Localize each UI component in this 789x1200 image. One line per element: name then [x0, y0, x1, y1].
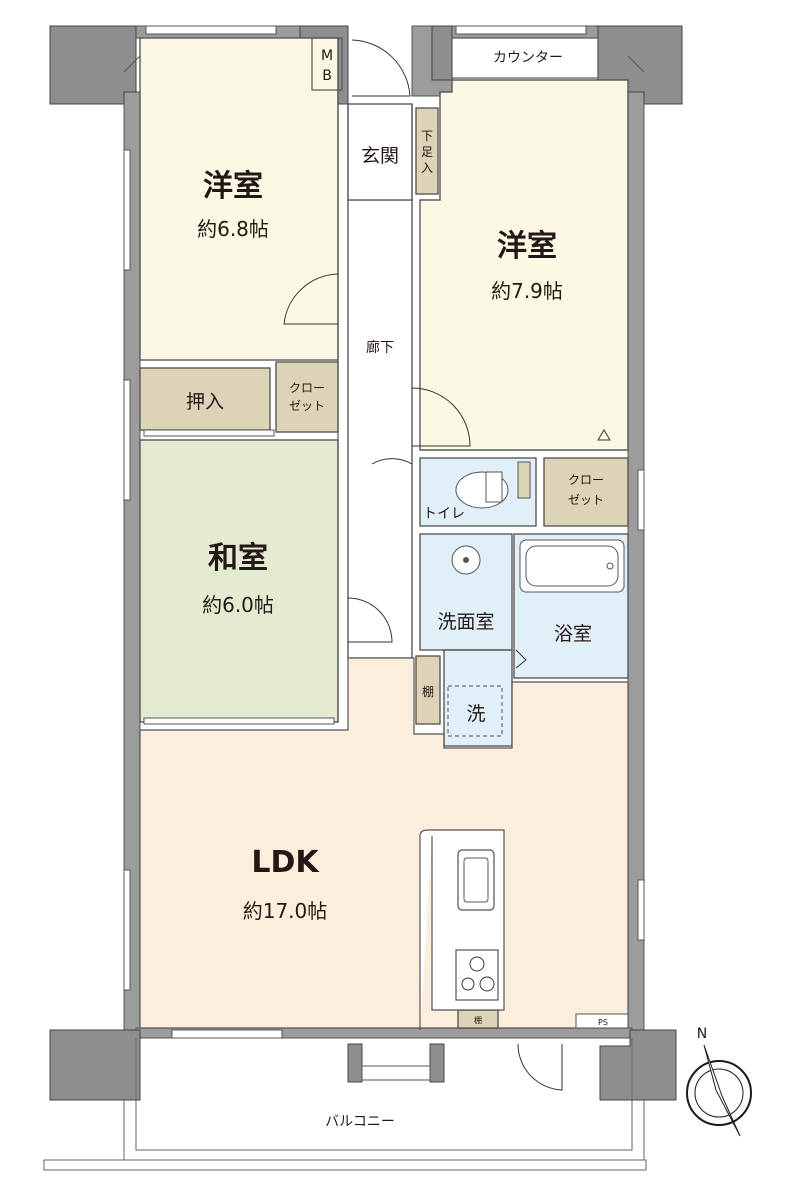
- balcony: [43, 1038, 647, 1171]
- kitchen: [419, 829, 505, 1030]
- closet-2-label-line2: ゼット: [568, 493, 604, 507]
- western-room-2-label: 洋室: [497, 229, 557, 264]
- closet-1-area: [275, 361, 339, 433]
- fixtures: [447, 461, 629, 1029]
- oshiire-label: 押入: [186, 391, 224, 413]
- western-room-2-area: 約7.9帖: [491, 279, 563, 303]
- compass-icon: N: [686, 1026, 752, 1137]
- closet-1-label-line2: ゼット: [289, 399, 325, 413]
- bathtub-icon: [519, 539, 625, 593]
- stove-icon: [455, 949, 499, 1001]
- washer-label: 洗: [466, 703, 485, 725]
- closet-2-area: [543, 457, 629, 527]
- wash-shelf-label: 棚: [422, 684, 434, 699]
- mb-label-line2: B: [322, 68, 332, 84]
- washroom-label: 洗面室: [437, 611, 494, 633]
- washer-space-icon: [447, 685, 503, 737]
- toilet-label: トイレ: [423, 506, 465, 522]
- compass-north-label: N: [697, 1026, 707, 1042]
- kitchen-shelf-label: 棚: [474, 1015, 482, 1025]
- ldk-area-label: 約17.0帖: [243, 899, 328, 923]
- washroom-lower-area: [443, 649, 513, 747]
- hallway-area: [347, 199, 413, 659]
- shoe-box-label: 下足入: [421, 129, 433, 175]
- closet-1-label-line1: クロー: [289, 381, 325, 395]
- western-room-2: [419, 79, 629, 451]
- hallway-label: 廊下: [366, 339, 394, 356]
- japanese-room: [139, 439, 339, 723]
- ldk-label: LDK: [251, 845, 320, 880]
- western-room-1-area: 約6.8帖: [197, 217, 269, 241]
- ps-label: PS: [598, 1018, 608, 1027]
- mb-label-line1: M: [321, 48, 333, 64]
- oshiire-area: [139, 367, 271, 431]
- japanese-room-area: 約6.0帖: [202, 593, 274, 617]
- doors: [283, 39, 611, 1091]
- japanese-room-label: 和室: [208, 541, 268, 576]
- bathroom-label: 浴室: [554, 623, 592, 645]
- western-room-1: [139, 37, 339, 361]
- western-room-1-label: 洋室: [203, 169, 263, 204]
- balcony-label: バルコニー: [325, 1114, 395, 1130]
- kitchen-sink-icon: [457, 849, 495, 911]
- counter-label: カウンター: [493, 50, 563, 66]
- genkan-label: 玄関: [361, 145, 399, 167]
- closet-2-label-line1: クロー: [568, 473, 604, 487]
- genkan-area: [347, 103, 413, 201]
- windows: [123, 25, 645, 1081]
